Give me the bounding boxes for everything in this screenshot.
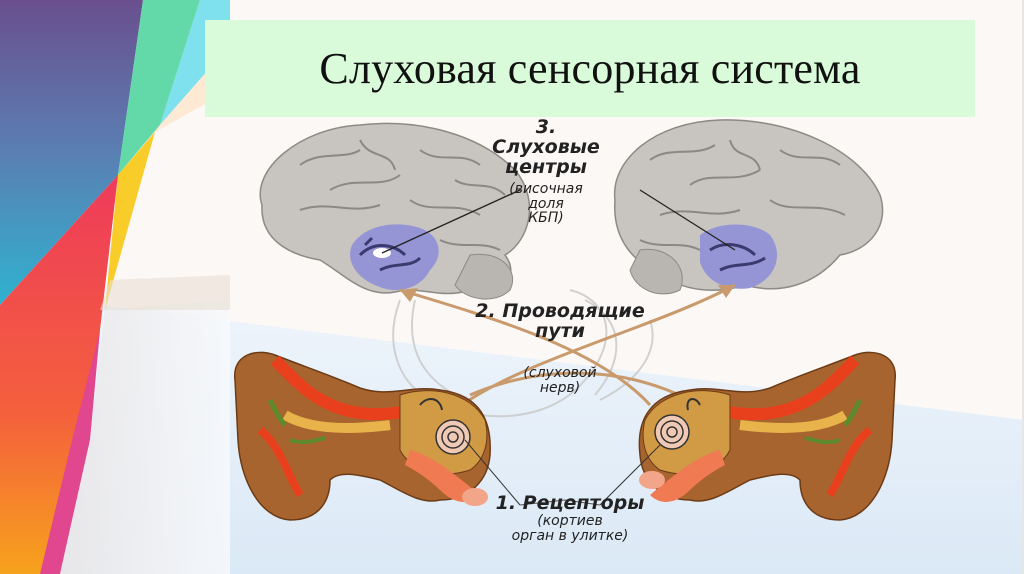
brain-left-illustration <box>259 122 531 300</box>
label-receptors-sub-1: (кортиев <box>537 512 603 529</box>
label-auditory-centers: 3. Слуховые центры (височная доля КБП) <box>486 116 606 227</box>
label-centers-sub-2: доля <box>528 195 564 212</box>
label-receptors-title-1: 1. Рецепторы <box>495 492 645 514</box>
ear-right-illustration <box>599 351 896 521</box>
label-centers-sub-1: (височная <box>509 180 583 197</box>
ear-left-illustration <box>234 351 521 521</box>
label-pathways-sub-2: нерв) <box>539 379 581 396</box>
label-centers-title-1: 3. Слуховые <box>492 116 600 158</box>
slide-title: Слуховая сенсорная система <box>319 44 861 93</box>
brain-right-illustration <box>613 119 884 295</box>
arrow-head-left-icon <box>400 288 418 302</box>
label-pathways-title-2: пути <box>535 319 585 342</box>
label-pathways-sub-1: (слуховой <box>523 364 597 381</box>
auditory-nerve-paths <box>399 283 736 412</box>
label-pathways: 2. Проводящие пути (слуховой нерв) <box>470 300 650 396</box>
label-centers-title-2: центры <box>505 155 587 178</box>
label-centers-sub-3: КБП) <box>528 210 564 227</box>
title-banner: Слуховая сенсорная система <box>205 20 975 117</box>
label-receptors: 1. Рецепторы (кортиев орган в улитке) <box>475 492 665 544</box>
label-pathways-title-1: 2. Проводящие <box>475 300 645 322</box>
label-receptors-sub-2: орган в улитке) <box>511 527 629 544</box>
receptor-pointer-lines <box>519 499 601 506</box>
arrow-head-right-icon <box>718 285 735 298</box>
